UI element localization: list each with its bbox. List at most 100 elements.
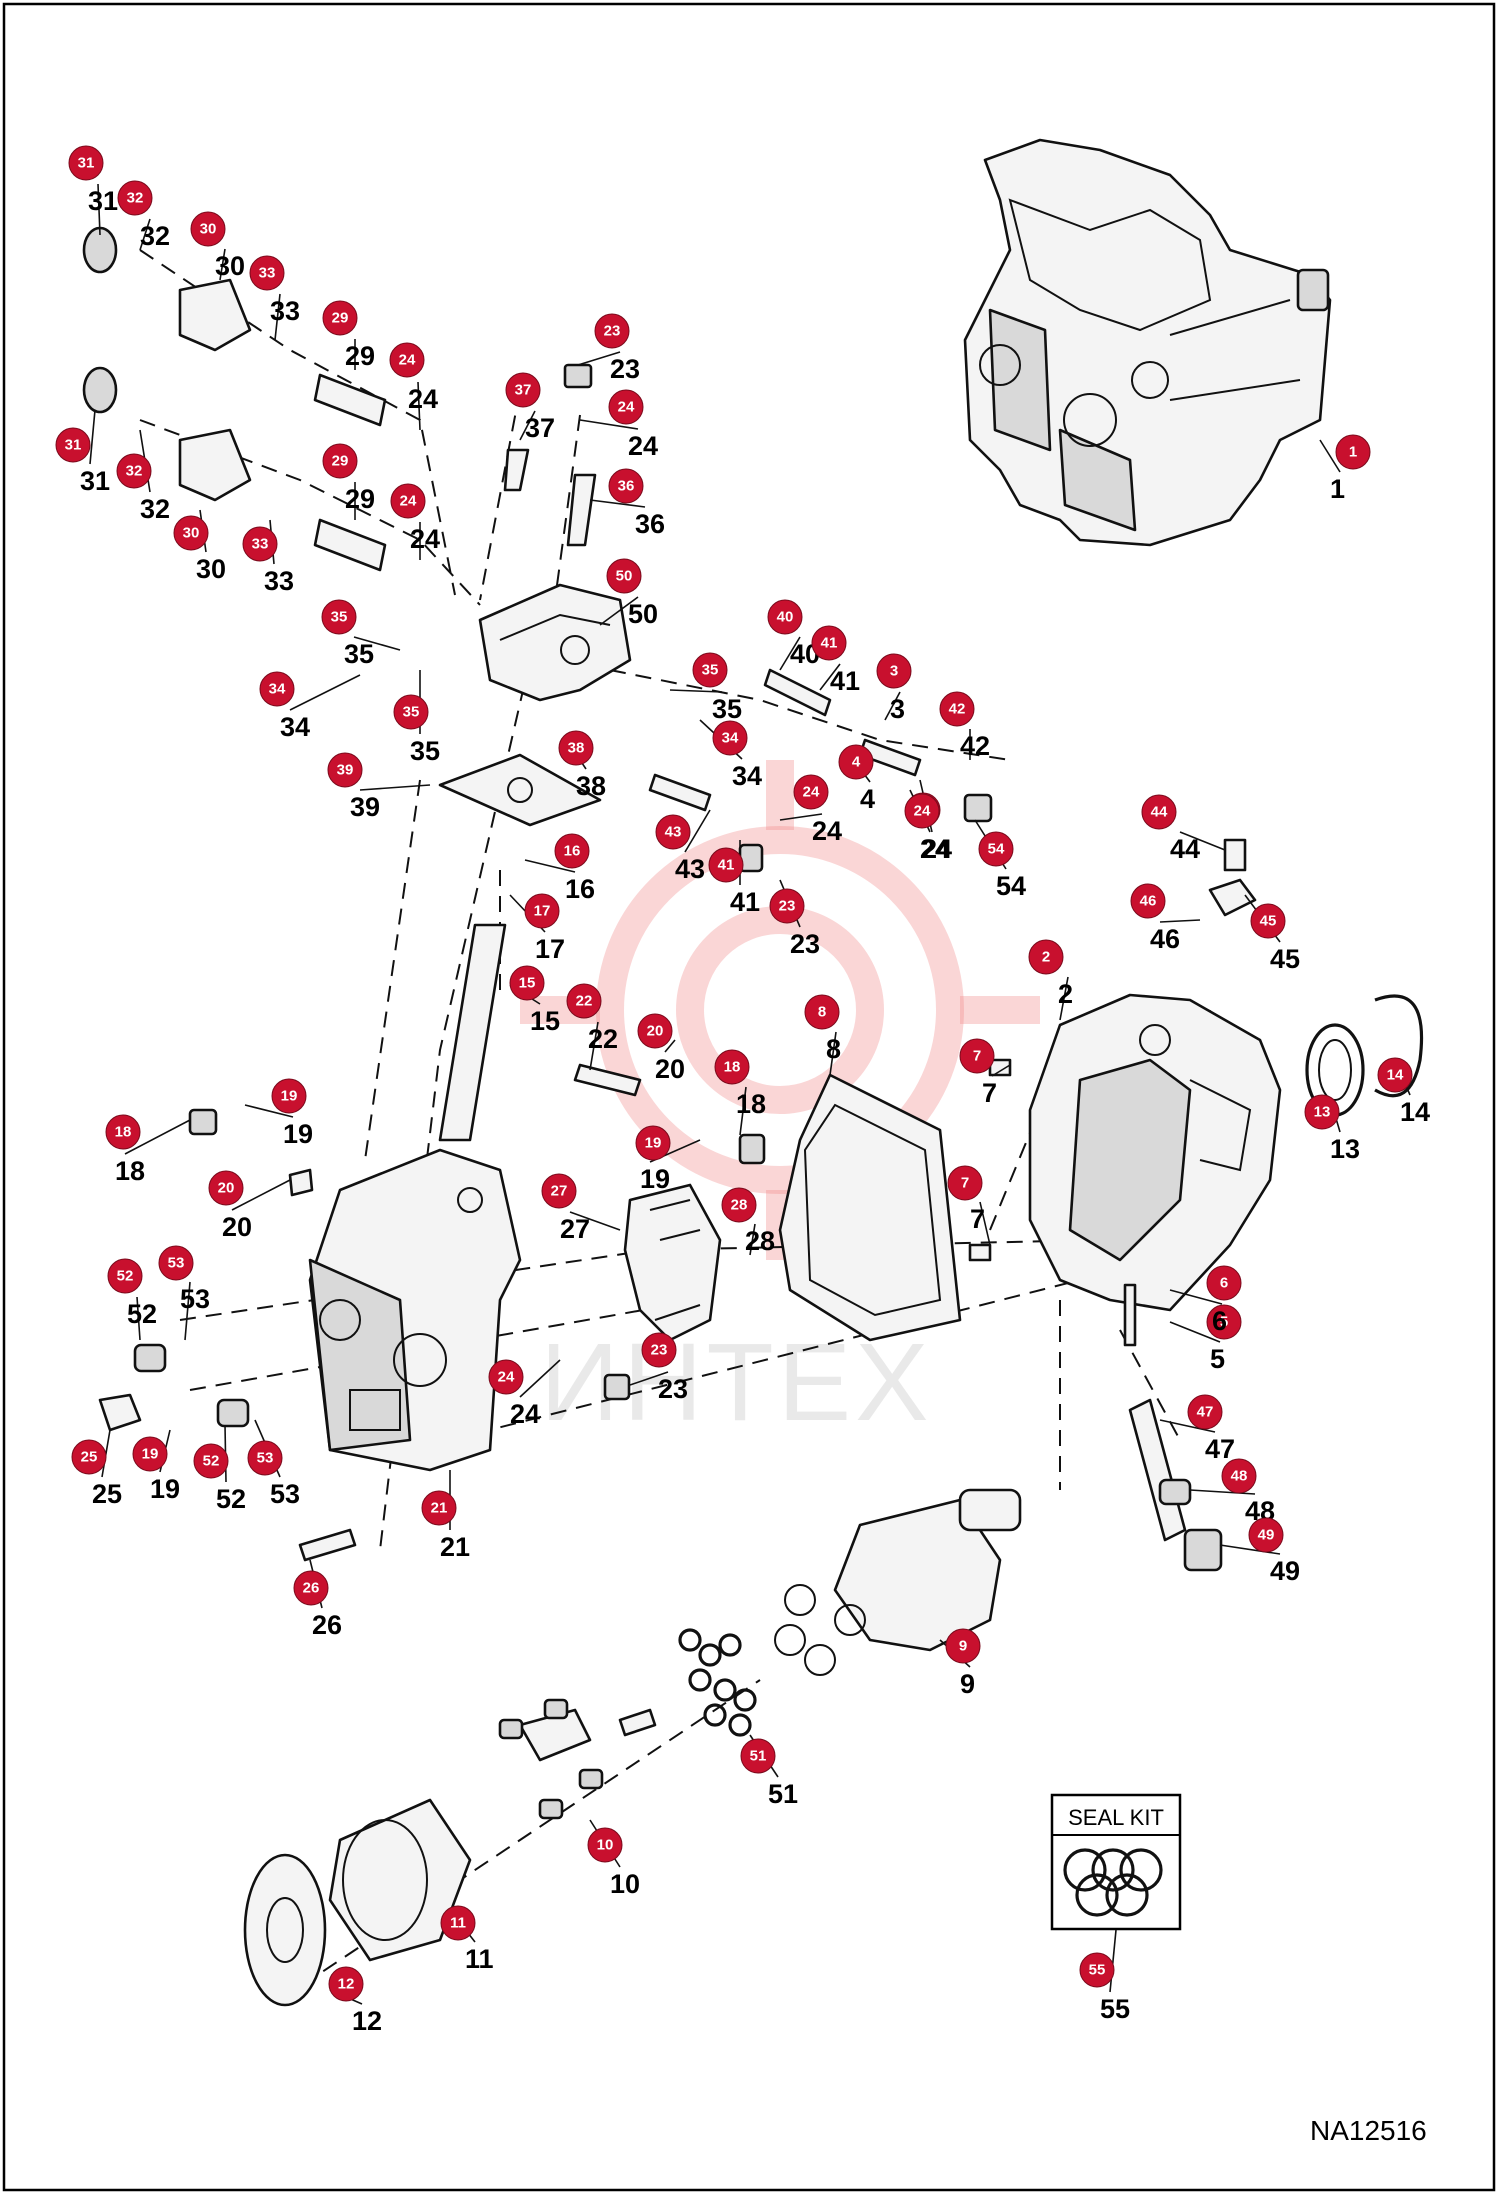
callout-number-22: 22 [588,1024,618,1054]
callout-badge-label-36: 36 [618,478,635,495]
callout-leader-22 [589,1021,599,1071]
pistons-10 [498,1698,657,1820]
callout-number-17: 17 [535,934,565,964]
callout-badge-label-28: 28 [731,1197,748,1214]
callout-badge-19: 19 [271,1078,307,1114]
callout-badge-31: 31 [68,145,104,181]
callout-number-46: 46 [1150,924,1180,954]
callout-number-31: 31 [80,466,110,496]
callout-badge-23: 23 [594,313,630,349]
callout-badge-24: 24 [608,389,644,425]
callout-leader-3 [884,691,901,721]
callout-badge-52: 52 [107,1258,143,1294]
callout-number-24: 24 [410,524,440,554]
callout-badge-23: 23 [769,888,805,924]
callout-leader-23 [577,351,621,366]
callout-number-42: 42 [960,731,990,761]
callout-leader-31 [89,409,96,465]
callout-number-52: 52 [216,1484,246,1514]
callout-badge-14: 14 [1377,1057,1413,1093]
callout-number-23: 23 [790,929,820,959]
callout-badge-label-3: 3 [890,663,898,680]
callout-leader-34 [289,674,361,711]
callout-badge-label-7: 7 [961,1175,969,1192]
callout-badge-2: 2 [1028,939,1064,975]
callout-number-33: 33 [264,566,294,596]
callout-badge-22: 22 [566,983,602,1019]
pump-assembly [963,138,1332,547]
callout-number-45: 45 [1270,944,1300,974]
callout-badge-23: 23 [641,1332,677,1368]
callout-badge-label-18: 18 [115,1124,132,1141]
callout-badge-30: 30 [173,515,209,551]
callout-number-35: 35 [344,639,374,669]
callout-badge-label-41: 41 [821,635,838,652]
callout-badge-label-21: 21 [431,1500,448,1517]
callout-number-5: 5 [1210,1344,1225,1374]
callout-badge-31: 31 [55,427,91,463]
callout-badge-label-24: 24 [498,1369,515,1386]
callout-badge-53: 53 [247,1440,283,1476]
callout-badge-7: 7 [959,1038,995,1074]
callout-badge-17: 17 [524,893,560,929]
callout-badge-34: 34 [712,720,748,756]
callout-badge-label-16: 16 [564,843,581,860]
callout-badge-19: 19 [635,1125,671,1161]
callout-badge-label-23: 23 [651,1342,668,1359]
callout-badge-34: 34 [259,671,295,707]
callout-badge-label-15: 15 [519,975,536,992]
callout-badge-label-32: 32 [127,190,144,207]
callout-badge-18: 18 [714,1049,750,1085]
callout-number-2: 2 [1058,979,1073,1009]
callout-badge-label-29: 29 [332,310,349,327]
callout-badge-label-23: 23 [779,898,796,915]
callout-number-15: 15 [530,1006,560,1036]
callout-badge-label-11: 11 [450,1915,466,1932]
callout-badge-6: 6 [1206,1265,1242,1301]
callout-badge-label-37: 37 [515,382,532,399]
callout-number-18: 18 [736,1089,766,1119]
callout-number-27: 27 [560,1214,590,1244]
callout-badge-label-53: 53 [257,1450,274,1467]
callout-badge-label-48: 48 [1231,1468,1248,1485]
callout-badge-label-10: 10 [597,1837,614,1854]
callout-number-24: 24 [920,834,950,864]
callout-badge-32: 32 [117,180,153,216]
callout-leader-53 [184,1281,191,1341]
callout-badge-11: 11 [440,1905,476,1941]
callout-badge-53: 53 [158,1245,194,1281]
callout-badge-label-26: 26 [303,1580,320,1597]
callout-number-34: 34 [732,761,762,791]
callout-number-23: 23 [610,354,640,384]
callout-number-28: 28 [745,1226,775,1256]
callout-badge-label-7: 7 [973,1048,981,1065]
watermark: ИНТЕХ [520,760,1040,1444]
callout-number-37: 37 [525,413,555,443]
callout-badge-label-1: 1 [1349,444,1357,461]
callout-leader-40 [779,636,801,671]
callout-number-4: 4 [860,784,875,814]
callout-leader-20 [231,1179,291,1211]
callout-badge-18: 18 [105,1114,141,1150]
callout-badge-52: 52 [193,1443,229,1479]
seal-kit-box: SEAL KIT [1050,1793,1182,1931]
callout-number-11: 11 [465,1944,494,1974]
callout-number-20: 20 [222,1212,252,1242]
callout-badge-3: 3 [876,653,912,689]
callout-leader-19 [244,1104,294,1118]
callout-number-6: 6 [1212,1306,1227,1336]
callout-badge-24: 24 [488,1359,524,1395]
callout-number-10: 10 [610,1869,640,1899]
callout-badge-33: 33 [242,526,278,562]
callout-number-16: 16 [565,874,595,904]
callout-badge-label-45: 45 [1260,913,1277,930]
callout-badge-28: 28 [721,1187,757,1223]
callout-leader-35 [669,689,723,693]
callout-number-14: 14 [1400,1097,1430,1127]
callout-number-24: 24 [812,816,842,846]
callout-badge-label-33: 33 [252,536,269,553]
callout-number-35: 35 [712,694,742,724]
callout-leader-18 [124,1119,191,1155]
callout-badge-label-25: 25 [81,1449,98,1466]
